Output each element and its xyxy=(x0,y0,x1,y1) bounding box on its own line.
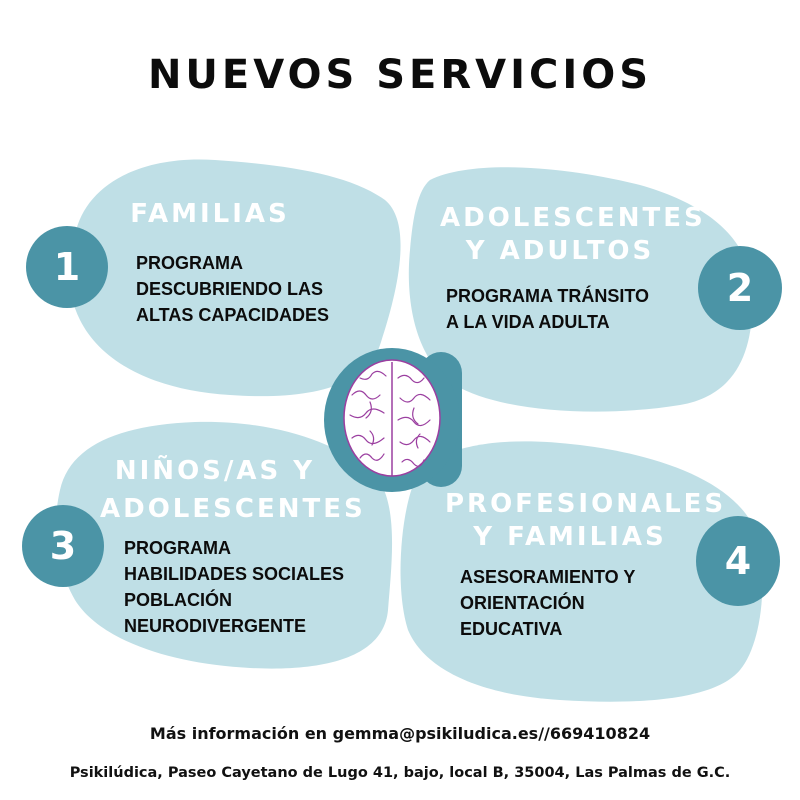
number-badge-2: 2 xyxy=(698,246,782,330)
service-2-heading: ADOLESCENTES Y ADULTOS xyxy=(440,203,706,266)
blob-ninos-adolescentes xyxy=(55,421,393,669)
service-3-heading: NIÑOS/AS Y ADOLESCENTES xyxy=(100,456,366,524)
blob-adolescentes-adultos xyxy=(408,167,753,412)
blob-familias xyxy=(69,159,401,397)
number-badge-3: 3 xyxy=(22,505,104,587)
service-4-heading: PROFESIONALES Y FAMILIAS xyxy=(445,489,727,552)
page-title: NUEVOS SERVICIOS xyxy=(147,52,653,98)
brain-in-letter-a-icon xyxy=(324,348,462,492)
service-1-description: PROGRAMA DESCUBRIENDO LAS ALTAS CAPACIDA… xyxy=(136,253,329,325)
blob-profesionales-familias xyxy=(400,441,763,702)
service-1-heading: FAMILIAS xyxy=(130,199,290,229)
contact-info: Más información en gemma@psikiludica.es/… xyxy=(149,724,651,743)
service-4-description: ASESORAMIENTO Y ORIENTACIÓN EDUCATIVA xyxy=(460,567,636,639)
service-3-description: PROGRAMA HABILIDADES SOCIALES POBLACIÓN … xyxy=(124,538,345,636)
number-badge-1: 1 xyxy=(26,226,108,308)
address: Psikilúdica, Paseo Cayetano de Lugo 41, … xyxy=(69,765,731,781)
service-2-description: PROGRAMA TRÁNSITO A LA VIDA ADULTA xyxy=(446,286,650,332)
number-badge-4: 4 xyxy=(696,516,780,606)
